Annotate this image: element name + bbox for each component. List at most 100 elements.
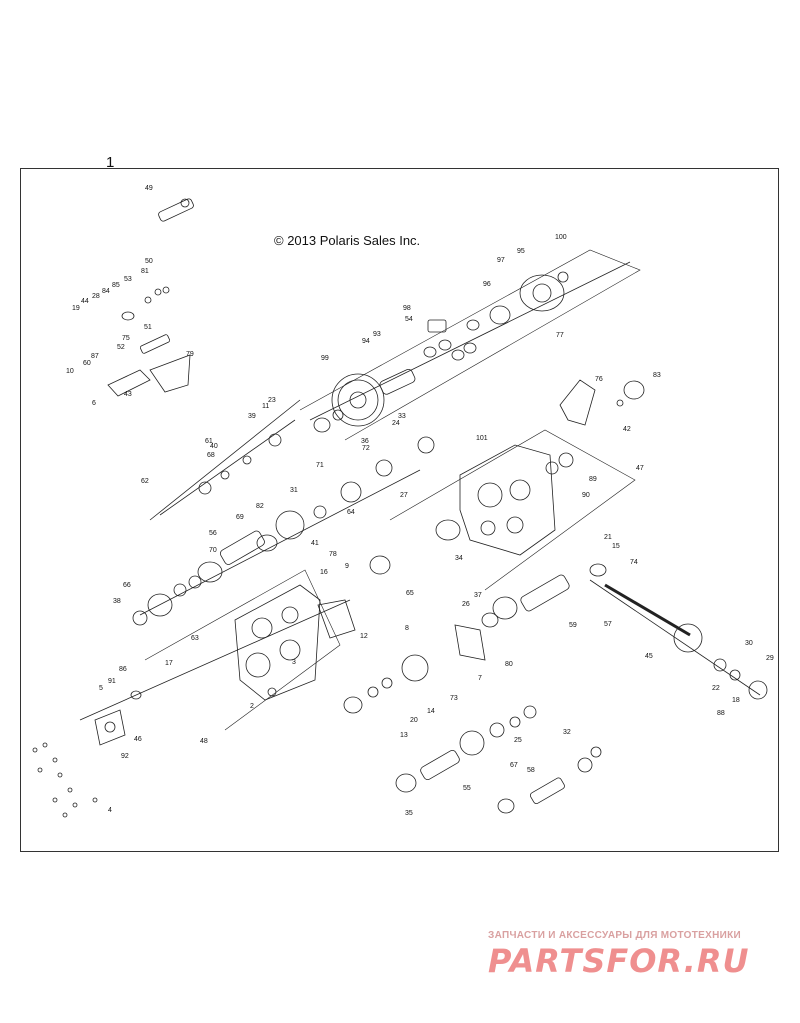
callout-7: 7 bbox=[478, 675, 482, 682]
callout-40: 40 bbox=[210, 443, 218, 450]
callout-92: 92 bbox=[121, 753, 129, 760]
callout-82: 82 bbox=[256, 503, 264, 510]
callout-78: 78 bbox=[329, 551, 337, 558]
callout-88: 88 bbox=[717, 710, 725, 717]
callout-41: 41 bbox=[311, 540, 319, 547]
main-case-right bbox=[435, 444, 574, 556]
callout-23: 23 bbox=[268, 397, 276, 404]
callout-27: 27 bbox=[400, 492, 408, 499]
callout-28: 28 bbox=[92, 293, 100, 300]
callout-75: 75 bbox=[122, 335, 130, 342]
callout-58: 58 bbox=[527, 767, 535, 774]
callout-37: 37 bbox=[474, 592, 482, 599]
callout-24: 24 bbox=[392, 420, 400, 427]
callout-81: 81 bbox=[141, 268, 149, 275]
callout-52: 52 bbox=[117, 344, 125, 351]
callout-91: 91 bbox=[108, 678, 116, 685]
callout-16: 16 bbox=[320, 569, 328, 576]
callout-100: 100 bbox=[555, 234, 567, 241]
bracket-and-bushing bbox=[559, 379, 645, 426]
callout-10: 10 bbox=[66, 368, 74, 375]
input-shaft bbox=[132, 530, 265, 626]
callout-53: 53 bbox=[124, 276, 132, 283]
callout-83: 83 bbox=[653, 372, 661, 379]
bolts-group bbox=[32, 742, 98, 818]
copyright-text: © 2013 Polaris Sales Inc. bbox=[274, 233, 421, 248]
callout-labels: 2345678910111213141516171819202122232425… bbox=[66, 185, 774, 817]
callout-33: 33 bbox=[398, 413, 406, 420]
callout-68: 68 bbox=[207, 452, 215, 459]
callout-12: 12 bbox=[360, 633, 368, 640]
callout-96: 96 bbox=[483, 281, 491, 288]
callout-62: 62 bbox=[141, 478, 149, 485]
left-cover-parts bbox=[94, 555, 391, 746]
callout-34: 34 bbox=[455, 555, 463, 562]
callout-30: 30 bbox=[745, 640, 753, 647]
main-case-left bbox=[234, 584, 356, 701]
callout-87: 87 bbox=[91, 353, 99, 360]
callout-5: 5 bbox=[99, 685, 103, 692]
callout-17: 17 bbox=[165, 660, 173, 667]
callout-66: 66 bbox=[123, 582, 131, 589]
callout-77: 77 bbox=[556, 332, 564, 339]
lower-gears bbox=[343, 654, 602, 814]
shift-shaft-part bbox=[158, 198, 194, 222]
callout-101: 101 bbox=[476, 435, 488, 442]
output-shaft bbox=[589, 563, 768, 700]
callout-59: 59 bbox=[569, 622, 577, 629]
callout-64: 64 bbox=[347, 509, 355, 516]
callout-18: 18 bbox=[732, 697, 740, 704]
callout-9: 9 bbox=[345, 563, 349, 570]
callout-43: 43 bbox=[124, 391, 132, 398]
callout-48: 48 bbox=[200, 738, 208, 745]
shift-fork-shaft bbox=[159, 419, 296, 516]
shift-drum-parts bbox=[107, 286, 191, 397]
callout-32: 32 bbox=[563, 729, 571, 736]
callout-25: 25 bbox=[514, 737, 522, 744]
callout-54: 54 bbox=[405, 316, 413, 323]
callout-71: 71 bbox=[316, 462, 324, 469]
parts-drawing bbox=[32, 198, 768, 818]
callout-99: 99 bbox=[321, 355, 329, 362]
callout-21: 21 bbox=[604, 534, 612, 541]
callout-72: 72 bbox=[362, 445, 370, 452]
callout-31: 31 bbox=[290, 487, 298, 494]
large-gear bbox=[313, 368, 416, 433]
callout-55: 55 bbox=[463, 785, 471, 792]
callout-84: 84 bbox=[102, 288, 110, 295]
callout-26: 26 bbox=[462, 601, 470, 608]
middle-gear-row bbox=[256, 436, 435, 552]
callout-35: 35 bbox=[405, 810, 413, 817]
watermark-tagline: ЗАПЧАСТИ И АКСЕССУАРЫ ДЛЯ МОТОТЕХНИКИ bbox=[488, 930, 741, 941]
callout-22: 22 bbox=[712, 685, 720, 692]
callout-39: 39 bbox=[248, 413, 256, 420]
callout-56: 56 bbox=[209, 530, 217, 537]
callout-46: 46 bbox=[134, 736, 142, 743]
callout-8: 8 bbox=[405, 625, 409, 632]
callout-74: 74 bbox=[630, 559, 638, 566]
callout-61: 61 bbox=[205, 438, 213, 445]
callout-29: 29 bbox=[766, 655, 774, 662]
callout-67: 67 bbox=[510, 762, 518, 769]
diagram-frame bbox=[20, 168, 779, 852]
callout-4: 4 bbox=[108, 807, 112, 814]
callout-45: 45 bbox=[645, 653, 653, 660]
callout-73: 73 bbox=[450, 695, 458, 702]
callout-76: 76 bbox=[595, 376, 603, 383]
callout-36: 36 bbox=[361, 438, 369, 445]
callout-89: 89 bbox=[589, 476, 597, 483]
callout-2: 2 bbox=[250, 703, 254, 710]
callout-6: 6 bbox=[92, 400, 96, 407]
callout-38: 38 bbox=[113, 598, 121, 605]
callout-70: 70 bbox=[209, 547, 217, 554]
callout-85: 85 bbox=[112, 282, 120, 289]
watermark-logo: PARTSFOR.RU bbox=[488, 942, 750, 980]
callout-79: 79 bbox=[186, 351, 194, 358]
callout-90: 90 bbox=[582, 492, 590, 499]
figure-number: 1 bbox=[106, 154, 115, 171]
callout-98: 98 bbox=[403, 305, 411, 312]
callout-49: 49 bbox=[145, 185, 153, 192]
callout-94: 94 bbox=[362, 338, 370, 345]
callout-47: 47 bbox=[636, 465, 644, 472]
